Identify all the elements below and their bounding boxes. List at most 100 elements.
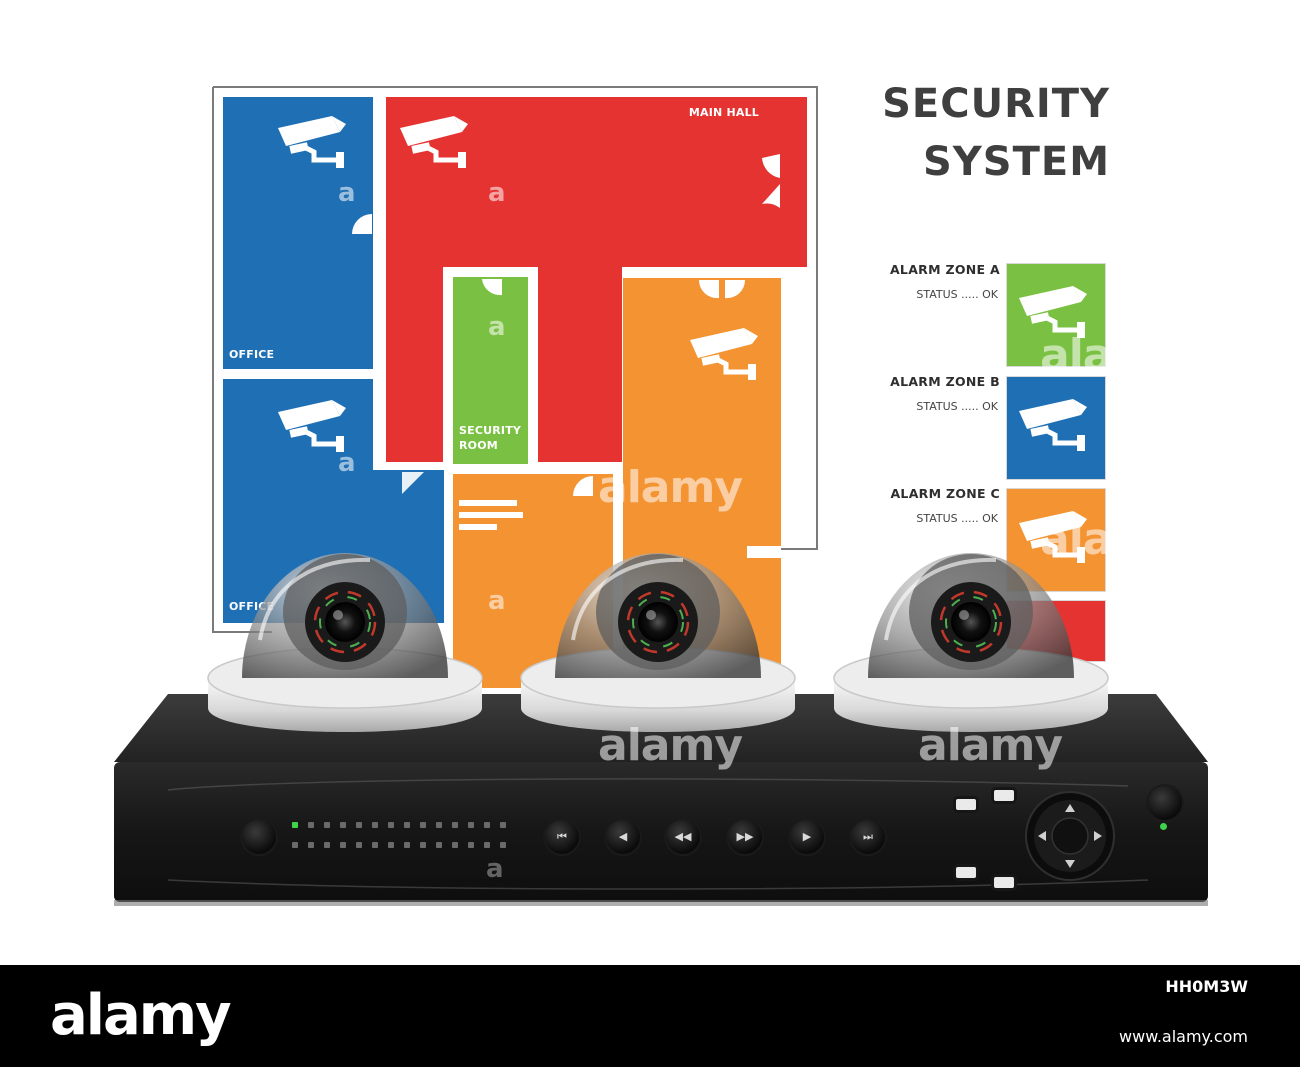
- watermark-letter: a: [338, 178, 356, 208]
- step-forward-button[interactable]: ▶: [790, 820, 824, 854]
- alarm-zone-c-status: STATUS ..... OK: [916, 512, 998, 525]
- dvr-led: [420, 822, 426, 828]
- fast-forward-icon: ▶▶: [736, 830, 754, 843]
- door-swing-icon: [698, 280, 746, 299]
- dvr-led: [436, 842, 442, 848]
- dvr-led: [340, 822, 346, 828]
- dvr-led: [404, 822, 410, 828]
- watermark-text: alamy: [598, 720, 743, 771]
- dvr-menu-key[interactable]: [956, 867, 976, 878]
- watermark-letter: a: [488, 178, 506, 208]
- watermark-text: alamy: [1040, 330, 1185, 381]
- redacted-text-block: [459, 500, 517, 506]
- floor-plan: OFFICE OFFICE MAIN HALL SECURITY ROOM: [212, 86, 818, 688]
- directional-pad-icon[interactable]: [1024, 790, 1116, 882]
- dvr-led: [356, 822, 362, 828]
- alarm-zone-a-tile: [1006, 263, 1106, 367]
- alarm-zone-b-status: STATUS ..... OK: [916, 400, 998, 413]
- alarm-zone-c-name: ALARM ZONE C: [890, 486, 1000, 501]
- redacted-text-block: [459, 524, 497, 530]
- power-button-icon[interactable]: [1148, 786, 1182, 820]
- dvr-led: [372, 842, 378, 848]
- dvr-status-leds: [292, 822, 522, 852]
- rewind-icon: ◀◀: [674, 830, 692, 843]
- dvr-led: [292, 822, 298, 828]
- dvr-led: [356, 842, 362, 848]
- door-swing-icon: [352, 214, 372, 234]
- skip-forward-icon: ⏭: [863, 830, 873, 843]
- dvr-led: [324, 842, 330, 848]
- alarm-zone-b-tile: [1006, 376, 1106, 480]
- watermark-letter: a: [488, 586, 506, 616]
- cctv-camera-icon: [690, 328, 758, 380]
- footer-image-id: HH0M3W: [1165, 977, 1248, 996]
- step-back-icon: ◀: [618, 830, 628, 843]
- dvr-menu-key[interactable]: [956, 799, 976, 810]
- stock-footer-bar: alamy HH0M3W www.alamy.com: [0, 965, 1300, 1067]
- alarm-zone-a-status: STATUS ..... OK: [916, 288, 998, 301]
- dvr-led: [308, 842, 314, 848]
- footer-url: www.alamy.com: [1119, 1027, 1248, 1046]
- alarm-zone-a-name: ALARM ZONE A: [889, 262, 1000, 277]
- dvr-led: [500, 822, 506, 828]
- redacted-text-block: [459, 512, 523, 518]
- skip-back-icon: ⏮: [557, 830, 567, 843]
- fast-forward-button[interactable]: ▶▶: [728, 820, 762, 854]
- cctv-camera-icon: [1019, 399, 1087, 451]
- footer-logo: alamy: [50, 983, 232, 1048]
- watermark-letter: a: [790, 576, 808, 606]
- dvr-led: [420, 842, 426, 848]
- dome-camera-right: [833, 553, 1109, 732]
- watermark-text: alamy: [598, 462, 743, 513]
- door-swing-icon: [482, 279, 502, 296]
- dvr-led: [292, 842, 298, 848]
- door-swing-icon: [762, 154, 780, 208]
- skip-forward-button[interactable]: ⏭: [851, 820, 885, 854]
- dvr-menu-key[interactable]: [994, 790, 1014, 801]
- dvr-led: [484, 842, 490, 848]
- door-swing-icon: [747, 546, 781, 558]
- dvr-led: [436, 822, 442, 828]
- watermark-letter: a: [790, 308, 808, 338]
- dvr-led: [452, 822, 458, 828]
- watermark-text: alamy: [918, 720, 1063, 771]
- door-swing-icon: [573, 476, 593, 496]
- step-back-button[interactable]: ◀: [606, 820, 640, 854]
- dvr-led: [388, 842, 394, 848]
- room-main-hall-left-wing: [386, 267, 443, 462]
- dvr-led: [468, 822, 474, 828]
- watermark-letter: a: [488, 312, 506, 342]
- watermark-text: alamy: [1040, 514, 1185, 565]
- dvr-led: [340, 842, 346, 848]
- cctv-camera-icon: [278, 400, 346, 452]
- dvr-led: [484, 822, 490, 828]
- room-security: SECURITY ROOM: [453, 277, 528, 464]
- dvr-led: [388, 822, 394, 828]
- cctv-camera-icon: [278, 116, 346, 168]
- power-led: [1160, 823, 1167, 830]
- dvr-led: [468, 842, 474, 848]
- cctv-camera-icon: [400, 116, 468, 168]
- dome-camera-center: [520, 553, 796, 732]
- room-label-office-top: OFFICE: [229, 348, 275, 361]
- room-label-security: SECURITY ROOM: [459, 424, 522, 452]
- room-label-main-hall: MAIN HALL: [688, 106, 759, 119]
- watermark-letter: a: [338, 448, 356, 478]
- rewind-button[interactable]: ◀◀: [666, 820, 700, 854]
- cctv-camera-icon: [1019, 511, 1087, 563]
- dvr-led: [324, 822, 330, 828]
- alarm-zone-b-name: ALARM ZONE B: [890, 374, 1000, 389]
- skip-back-button[interactable]: ⏮: [545, 820, 579, 854]
- dvr-led: [308, 822, 314, 828]
- page-title-line-1: SECURITY: [882, 81, 1110, 127]
- dvr-led: [452, 842, 458, 848]
- page-title-line-2: SYSTEM: [923, 139, 1110, 185]
- door-swing-icon: [402, 472, 424, 494]
- watermark-letter: a: [486, 854, 504, 884]
- dome-camera-left: [207, 553, 483, 732]
- dvr-menu-key[interactable]: [994, 877, 1014, 888]
- dvr-led: [500, 842, 506, 848]
- cctv-camera-icon: [1019, 286, 1087, 338]
- dvr-left-button[interactable]: [242, 820, 276, 854]
